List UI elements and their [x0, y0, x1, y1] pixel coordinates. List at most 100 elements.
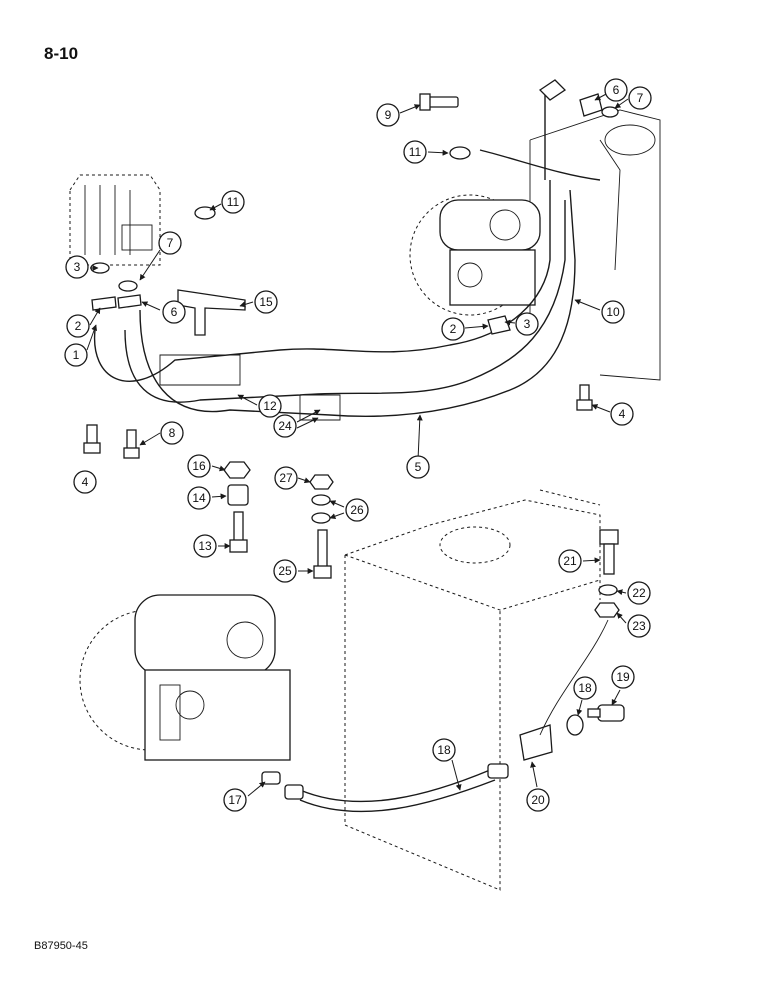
- callout-3-right: 3: [515, 312, 539, 336]
- callout-24: 24: [273, 414, 297, 438]
- svg-text:6: 6: [171, 305, 178, 319]
- callout-18-right: 18: [573, 676, 597, 700]
- fitting-2-right: [487, 315, 511, 335]
- svg-text:7: 7: [637, 91, 644, 105]
- svg-text:3: 3: [524, 317, 531, 331]
- switch-19: [587, 704, 625, 722]
- callout-26: 26: [345, 498, 369, 522]
- hose-18: [284, 763, 509, 813]
- bolt-4-right: [576, 384, 593, 411]
- svg-text:1: 1: [73, 348, 80, 362]
- svg-text:26: 26: [350, 503, 364, 517]
- upper-pump: [409, 194, 541, 316]
- callout-16: 16: [187, 454, 211, 478]
- svg-text:11: 11: [409, 145, 422, 159]
- elbow-fitting-top: [538, 79, 567, 101]
- bolt-21: [599, 529, 619, 575]
- callout-8: 8: [160, 421, 184, 445]
- washer-22: [598, 584, 618, 596]
- callout-27: 27: [274, 466, 298, 490]
- flange-6-top: [579, 93, 603, 117]
- svg-text:18: 18: [578, 681, 592, 695]
- callout-9: 9: [376, 103, 400, 127]
- callout-4-left: 4: [73, 470, 97, 494]
- svg-text:5: 5: [415, 460, 422, 474]
- callout-1: 1: [64, 343, 88, 367]
- bolt-8: [123, 429, 140, 459]
- callout-11-left: 11: [221, 190, 245, 214]
- svg-text:2: 2: [75, 319, 82, 333]
- callout-7-left: 7: [158, 231, 182, 255]
- svg-text:15: 15: [259, 295, 273, 309]
- callout-20: 20: [526, 788, 550, 812]
- callout-6-left: 6: [162, 300, 186, 324]
- svg-text:4: 4: [82, 475, 89, 489]
- flange-2-left: [91, 296, 117, 311]
- svg-text:13: 13: [198, 539, 212, 553]
- callout-11-top: 11: [403, 140, 427, 164]
- callout-17: 17: [223, 788, 247, 812]
- ground-wire: [539, 619, 609, 736]
- oring-7-top: [601, 106, 619, 118]
- svg-text:6: 6: [613, 83, 620, 97]
- svg-text:7: 7: [167, 236, 174, 250]
- callout-10: 10: [601, 300, 625, 324]
- svg-text:11: 11: [227, 195, 240, 209]
- svg-text:23: 23: [632, 619, 646, 633]
- fitting-17: [261, 771, 281, 785]
- svg-text:8: 8: [169, 426, 176, 440]
- svg-text:3: 3: [74, 260, 81, 274]
- callout-3-left: 3: [65, 255, 89, 279]
- callout-21: 21: [558, 549, 582, 573]
- svg-text:9: 9: [385, 108, 392, 122]
- nut-27: [309, 474, 334, 490]
- callout-6-top: 6: [604, 78, 628, 102]
- hydraulic-tubes: [93, 90, 601, 421]
- callout-14: 14: [187, 486, 211, 510]
- svg-text:27: 27: [279, 471, 293, 485]
- spacer-14: [227, 484, 249, 506]
- svg-text:24: 24: [278, 419, 292, 433]
- nut-23: [594, 602, 620, 618]
- callout-18-hose: 18: [432, 738, 456, 762]
- callout-4-right: 4: [610, 402, 634, 426]
- callout-22: 22: [627, 581, 651, 605]
- bolt-25: [313, 529, 332, 579]
- callout-2-right: 2: [441, 317, 465, 341]
- svg-text:19: 19: [616, 670, 630, 684]
- bolt-4-left: [83, 424, 101, 454]
- callout-7-top: 7: [628, 86, 652, 110]
- flange-6-left: [117, 294, 142, 309]
- callout-12: 12: [258, 394, 282, 418]
- section-number: 8-10: [44, 44, 79, 63]
- callout-5: 5: [406, 455, 430, 479]
- oring-7-left: [118, 280, 138, 292]
- fitting-9: [419, 93, 459, 111]
- bolt-13: [229, 511, 248, 553]
- svg-text:18: 18: [437, 743, 451, 757]
- callout-15: 15: [254, 290, 278, 314]
- svg-text:20: 20: [531, 793, 545, 807]
- bracket-15: [177, 289, 246, 336]
- figure-code: B87950-45: [34, 940, 88, 952]
- fitting-18-loose: [566, 714, 584, 736]
- nut-16: [223, 461, 251, 479]
- callout-25: 25: [273, 559, 297, 583]
- svg-text:14: 14: [192, 491, 206, 505]
- callout-23: 23: [627, 614, 651, 638]
- lower-tank: [344, 489, 601, 891]
- control-valve-block: [69, 174, 161, 266]
- svg-text:21: 21: [563, 554, 577, 568]
- lower-pump: [79, 594, 291, 761]
- svg-text:10: 10: [606, 305, 620, 319]
- svg-text:16: 16: [192, 459, 206, 473]
- svg-text:22: 22: [632, 586, 646, 600]
- clamp-11-top: [449, 146, 471, 160]
- svg-text:2: 2: [450, 322, 457, 336]
- svg-text:25: 25: [278, 564, 292, 578]
- svg-text:12: 12: [263, 399, 277, 413]
- callout-13: 13: [193, 534, 217, 558]
- svg-text:17: 17: [228, 793, 242, 807]
- callout-2-left: 2: [66, 314, 90, 338]
